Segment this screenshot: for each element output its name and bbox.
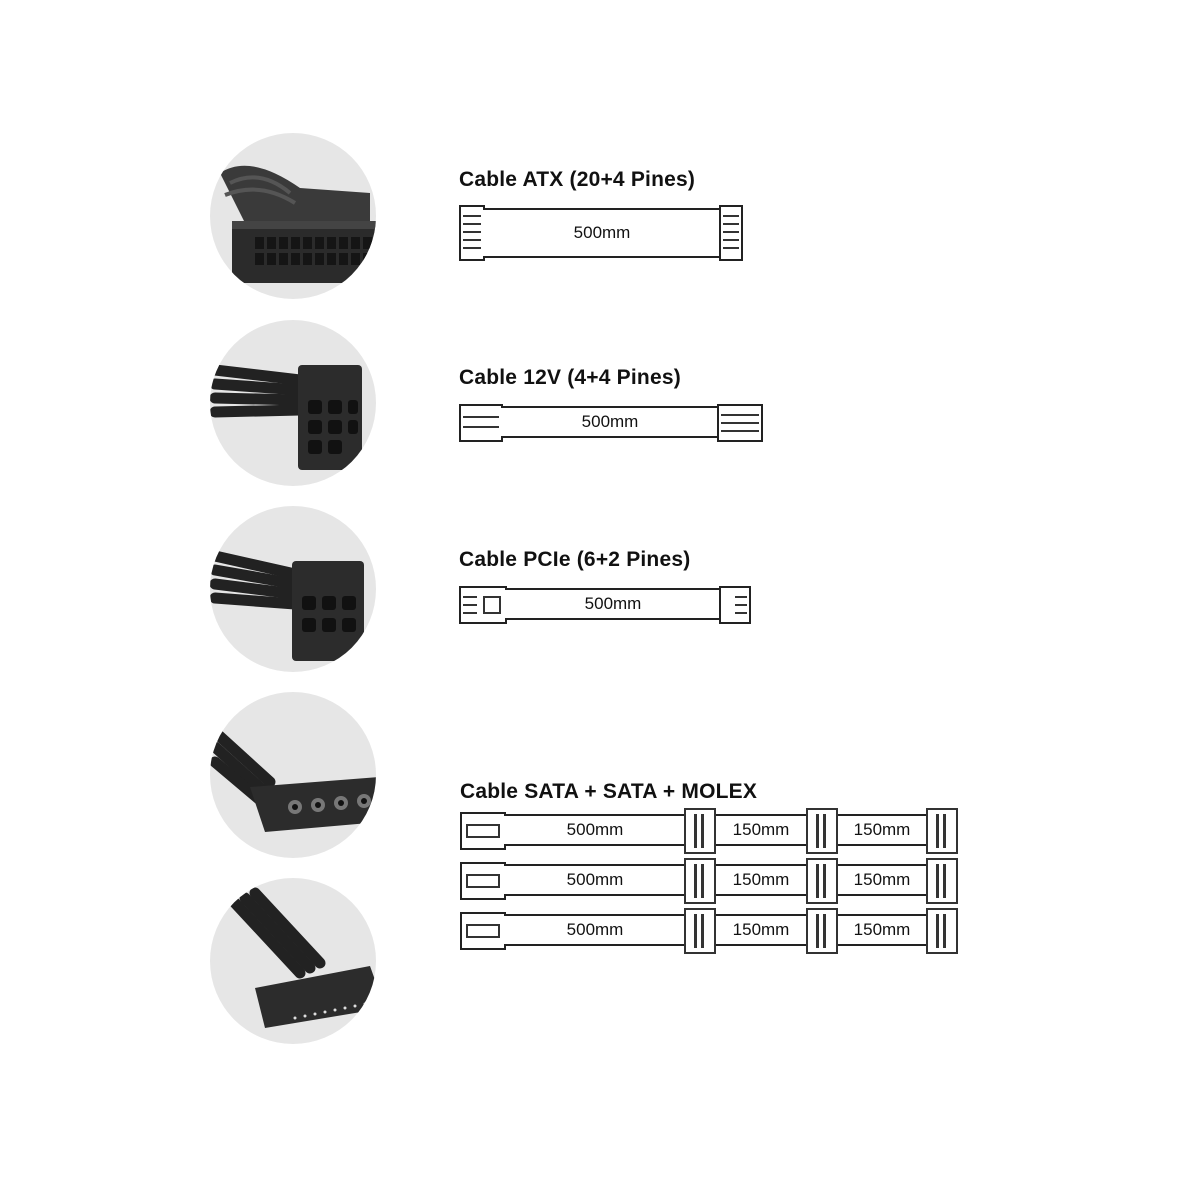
atx-length-label: 500mm: [573, 223, 631, 242]
segment-length-label: 150mm: [732, 870, 790, 889]
sata-molex-row-2: 500mm 150mm 150mm: [460, 858, 960, 904]
pcie-wire: 500mm: [505, 588, 721, 620]
segment-length-label: 150mm: [853, 870, 911, 889]
pcie-connector-left: [459, 586, 507, 624]
eps-connector-left: [459, 404, 503, 442]
wire-segment: 150mm: [838, 814, 926, 846]
eps-length-label: 500mm: [581, 412, 639, 431]
segment-length-label: 150mm: [732, 820, 790, 839]
wire-segment: 150mm: [716, 814, 806, 846]
segment-length-label: 150mm: [732, 920, 790, 939]
sata-connector: [926, 908, 958, 954]
segment-length-label: 500mm: [566, 920, 624, 939]
sata-connector: [684, 858, 716, 904]
sata-molex-cable-title: Cable SATA + SATA + MOLEX: [460, 780, 758, 803]
sata-connector: [684, 808, 716, 854]
segment-length-label: 150mm: [853, 820, 911, 839]
sata-connector: [926, 808, 958, 854]
pcie-length-label: 500mm: [584, 594, 642, 613]
pcie-connector-right: [719, 586, 751, 624]
segment-length-label: 500mm: [566, 820, 624, 839]
molex-connector-photo: [210, 692, 376, 858]
wire-segment: 150mm: [838, 914, 926, 946]
pcie-cable-title: Cable PCIe (6+2 Pines): [459, 548, 691, 571]
wire-segment: 150mm: [716, 914, 806, 946]
segment-length-label: 500mm: [566, 870, 624, 889]
atx-cable-title: Cable ATX (20+4 Pines): [459, 168, 696, 191]
wire-segment: 500mm: [504, 914, 686, 946]
pcie-cable-diagram: 500mm: [459, 586, 751, 624]
pcie-connector-photo: [210, 506, 376, 672]
wire-segment: 150mm: [838, 864, 926, 896]
atx-connector-left: [459, 205, 485, 261]
wire-segment: 150mm: [716, 864, 806, 896]
sata-molex-row-1: 500mm 150mm 150mm: [460, 808, 960, 854]
atx-connector-right: [719, 205, 743, 261]
eps-12v-cable-title: Cable 12V (4+4 Pines): [459, 366, 681, 389]
eps-12v-connector-photo: [210, 320, 376, 486]
eps-connector-right: [717, 404, 763, 442]
sata-connector: [684, 908, 716, 954]
segment-length-label: 150mm: [853, 920, 911, 939]
atx-cable-diagram: 500mm: [459, 205, 743, 261]
eps-12v-cable-diagram: 500mm: [459, 404, 763, 442]
wire-segment: 500mm: [504, 814, 686, 846]
sata-connector: [806, 808, 838, 854]
sata-molex-row-3: 500mm 150mm 150mm: [460, 908, 960, 954]
sata-connector-photo: [210, 878, 376, 1044]
wire-segment: 500mm: [504, 864, 686, 896]
eps-wire: 500mm: [501, 406, 719, 438]
molex-connector: [460, 912, 506, 950]
molex-connector: [460, 812, 506, 850]
molex-connector: [460, 862, 506, 900]
sata-connector: [806, 908, 838, 954]
sata-connector: [806, 858, 838, 904]
atx-connector-photo: [210, 133, 376, 299]
atx-wire: 500mm: [483, 208, 721, 258]
sata-connector: [926, 858, 958, 904]
